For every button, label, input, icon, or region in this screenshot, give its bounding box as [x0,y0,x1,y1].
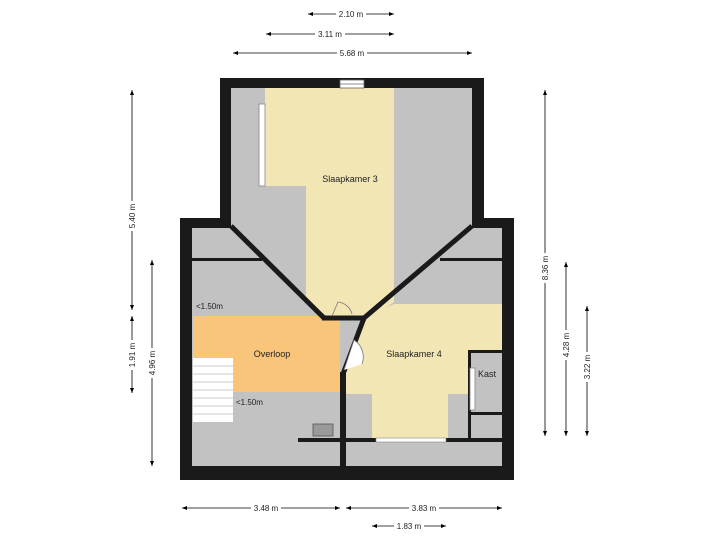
dimension-arrows [130,12,589,528]
dim-top-2: 3.11 m [318,30,342,39]
dim-right-outer: 8.36 m [541,255,550,280]
room-label-bedroom4: Slaapkamer 4 [386,349,442,359]
height-note-bottom: <1.50m [236,398,263,407]
room-bedroom4-floor [346,304,502,440]
wall-stair-divider [340,372,346,468]
wall-right-shoulder [472,218,514,228]
dim-right-inner: 3.22 m [583,354,592,379]
room-bedroom3-floor [265,88,394,318]
wall-left-upper [220,78,231,228]
height-note-top: <1.50m [196,302,223,311]
dim-left-lower: 4.96 m [148,350,157,375]
floor-areas [190,88,512,466]
door-bedroom3 [331,301,353,317]
wall-diagonal-left [229,224,326,320]
walls [180,78,514,480]
wall-closet-left [468,350,471,440]
skylight-bedroom3 [258,103,266,187]
wall-right-lower [502,218,514,480]
wall-closet-shelf [468,412,502,415]
dim-bottom-small: 1.83 m [397,522,422,531]
wall-closet-top [468,350,502,353]
wall-left-lower [180,218,192,480]
wall-bottom [180,466,514,480]
dim-left-upper: 5.40 m [128,203,137,228]
wall-right-ledge [440,258,502,261]
openings [258,79,476,443]
dim-right-middle: 4.28 m [562,332,571,357]
stair-treads [193,365,233,415]
door-bedroom4 [343,339,364,371]
dim-left-middle: 1.91 m [128,342,137,367]
skylight-closet [469,367,476,411]
wall-left-shoulder [180,218,231,228]
room-label-bedroom3: Slaapkamer 3 [322,174,378,184]
dim-top-1: 2.10 m [339,10,364,19]
dimension-labels: 2.10 m 3.11 m 5.68 m 3.48 m 3.83 m 1.83 … [126,8,593,532]
dim-top-3: 5.68 m [340,49,365,58]
window-bottom [375,437,447,443]
wall-diagonal-right [362,224,474,320]
wall-landing-top [192,258,262,261]
wall-right-upper [472,78,484,228]
dim-bottom-left: 3.48 m [254,504,279,513]
room-label-closet: Kast [478,369,497,379]
room-label-landing: Overloop [254,349,291,359]
chimney [312,423,334,437]
dim-bottom-right: 3.83 m [412,504,437,513]
